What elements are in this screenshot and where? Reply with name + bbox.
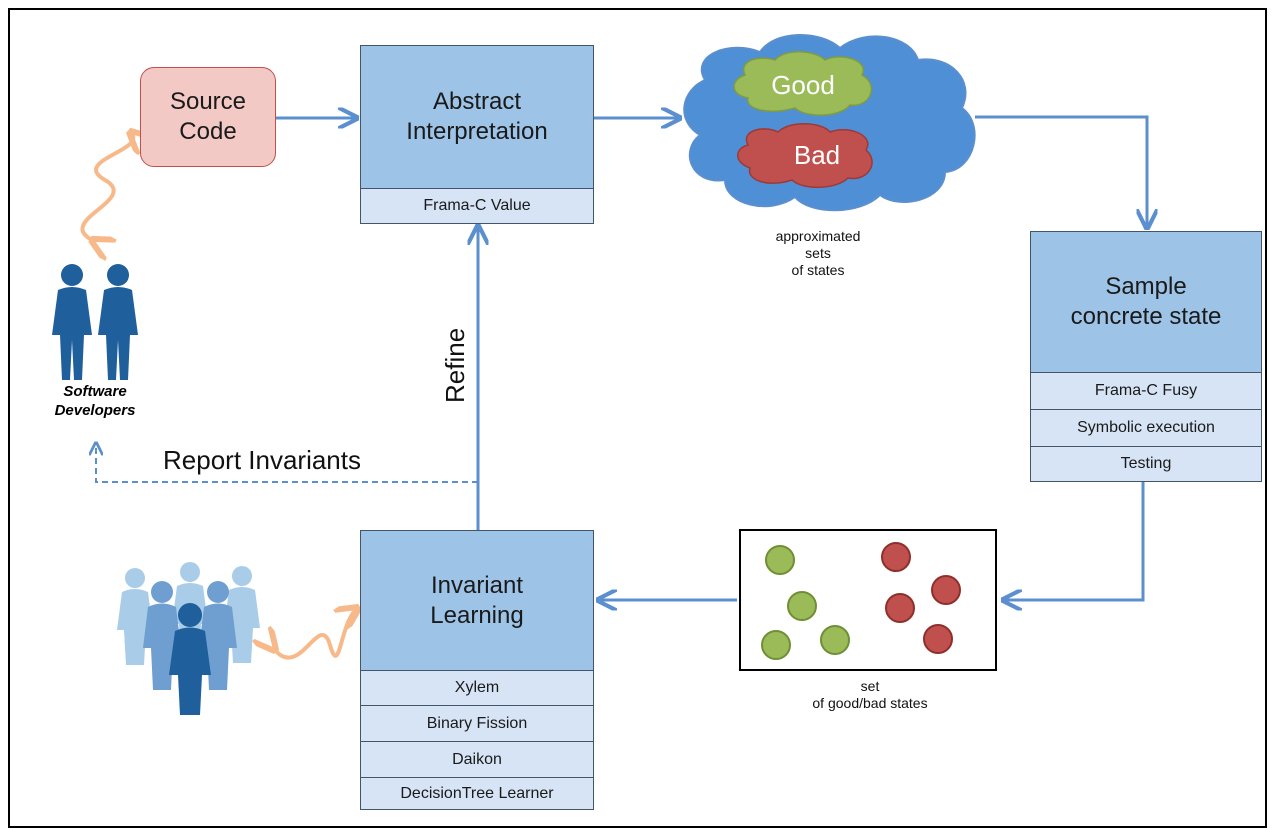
arrow-cloud-to-sample bbox=[975, 115, 1147, 228]
abstract-interpretation-box: Abstract Interpretation bbox=[360, 45, 594, 189]
abstract-tool-item: Frama-C Value bbox=[360, 188, 594, 224]
invariant-learning-box: Invariant Learning bbox=[360, 530, 594, 671]
bad-state-dot bbox=[881, 542, 911, 572]
squiggle-crowd-invariant bbox=[275, 608, 358, 660]
sample-concrete-state-box: Sample concrete state bbox=[1030, 231, 1262, 373]
arrow-report-invariants bbox=[96, 443, 478, 483]
bad-blob bbox=[737, 123, 873, 188]
good-bad-states-box bbox=[739, 529, 997, 671]
good-state-dot bbox=[820, 625, 850, 655]
squiggle-developers-source bbox=[80, 132, 133, 240]
refine-label: Refine bbox=[440, 328, 470, 403]
good-state-dot bbox=[765, 545, 795, 575]
bad-state-dot bbox=[923, 624, 953, 654]
good-state-dot bbox=[787, 591, 817, 621]
developers-icon bbox=[52, 264, 138, 380]
bad-label: Bad bbox=[793, 140, 841, 170]
crowd-icon bbox=[117, 562, 260, 715]
sample-dots bbox=[761, 542, 961, 660]
bad-state-dot bbox=[885, 593, 915, 623]
sample-tool-item: Frama-C Fusy bbox=[1030, 372, 1262, 410]
cloud-caption: approximated sets of states bbox=[775, 228, 861, 278]
invariant-tool-item: Daikon bbox=[360, 741, 594, 778]
invariant-tool-item: Xylem bbox=[360, 670, 594, 706]
source-code-box: Source Code bbox=[140, 67, 276, 167]
states-cloud bbox=[683, 34, 976, 212]
good-blob bbox=[733, 51, 873, 116]
good-label: Good bbox=[771, 70, 835, 100]
sample-tool-item: Symbolic execution bbox=[1030, 409, 1262, 447]
invariant-tool-item: Binary Fission bbox=[360, 705, 594, 742]
arrow-sample-to-states bbox=[1003, 482, 1145, 600]
bad-state-dot bbox=[931, 575, 961, 605]
connectors-layer: Refine Report Invariants bbox=[52, 34, 1275, 715]
sample-tool-item: Testing bbox=[1030, 446, 1262, 482]
states-caption: set of good/bad states bbox=[812, 678, 928, 711]
good-state-dot bbox=[761, 630, 791, 660]
report-invariants-label: Report Invariants bbox=[163, 445, 361, 475]
invariant-tool-item: DecisionTree Learner bbox=[360, 777, 594, 810]
software-developers-label: Software Developers bbox=[54, 383, 136, 419]
